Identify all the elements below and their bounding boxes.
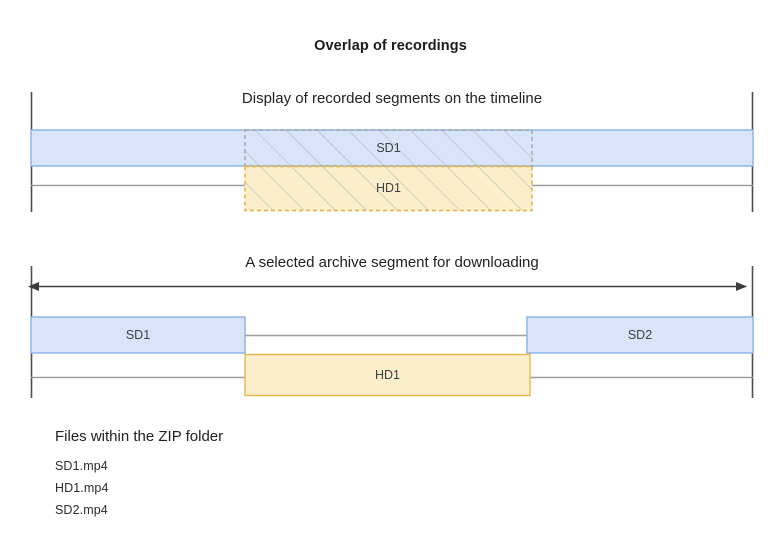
page-title: Overlap of recordings: [314, 38, 467, 54]
file-item: SD2.mp4: [55, 503, 108, 517]
diagram-one-caption: Display of recorded segments on the time…: [241, 90, 543, 107]
overlap-hatch-hd: [245, 166, 532, 211]
diagram-one: [0, 0, 781, 260]
files-panel: Files within the ZIP folder SD1.mp4 HD1.…: [55, 428, 375, 521]
file-item: HD1.mp4: [55, 481, 109, 495]
diagram-one-svg: [30, 92, 754, 212]
file-item: SD1.mp4: [55, 459, 108, 473]
overlap-hatch-sd: [244, 129, 533, 167]
segment-sd1-box[interactable]: [30, 316, 246, 354]
diagram-two-caption: A selected archive segment for downloadi…: [245, 254, 539, 271]
segment-sd2-box[interactable]: [526, 316, 754, 354]
files-panel-heading: Files within the ZIP folder: [55, 428, 224, 445]
segment-hd1-outline: [244, 165, 533, 212]
segment-hd1-box[interactable]: [244, 353, 531, 397]
